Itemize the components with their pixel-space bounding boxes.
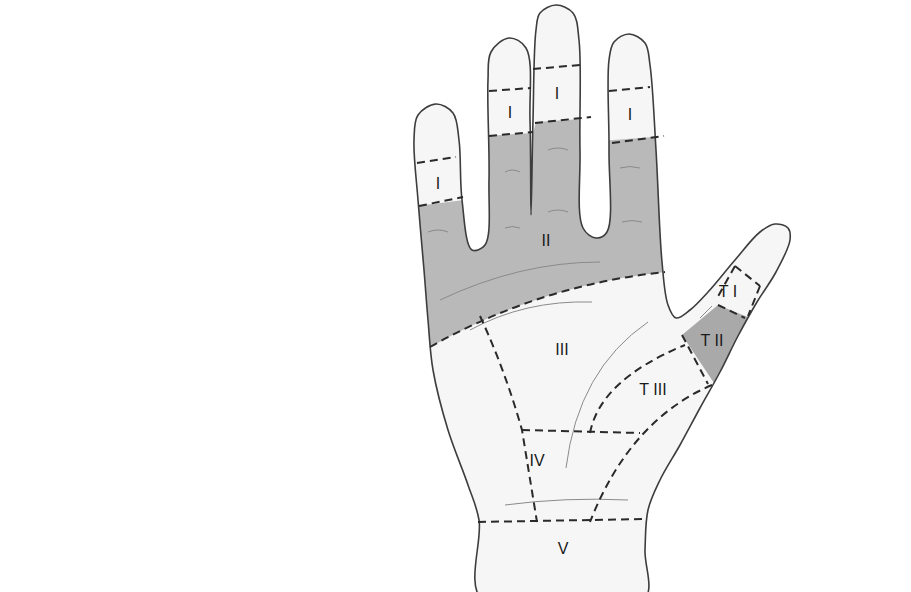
zone-boundary: [748, 286, 760, 316]
zone-boundary: [430, 272, 665, 347]
zone-boundary: [419, 197, 463, 206]
zone-label: T III: [639, 382, 666, 398]
zone-boundary: [489, 132, 533, 136]
crease-line: [505, 499, 628, 505]
zone-label: II: [542, 233, 551, 249]
zone-boundary: [735, 266, 760, 286]
crease-line: [505, 227, 520, 229]
zone-boundary: [609, 87, 650, 91]
crease-line: [566, 322, 648, 468]
zone-label: T I: [719, 284, 737, 300]
crease-line: [700, 306, 712, 318]
zone-boundary: [535, 117, 591, 123]
zone-boundary: [478, 519, 645, 522]
zone-boundary: [480, 316, 537, 522]
zone-boundary: [612, 136, 664, 143]
zone-label: I: [508, 105, 512, 121]
crease-line: [440, 262, 600, 300]
zone-boundaries: [417, 65, 760, 522]
zone-boundary: [522, 430, 640, 433]
zone-boundary: [718, 305, 745, 318]
crease-line: [505, 170, 520, 172]
crease-line: [620, 167, 640, 169]
zone-label: IV: [529, 453, 544, 469]
zone-two-shade: [400, 118, 690, 350]
zone-boundary: [590, 345, 685, 433]
hand-outline: [414, 5, 790, 592]
zone-label: I: [555, 86, 559, 102]
zone-label: T II: [701, 333, 724, 349]
zone-label: I: [436, 176, 440, 192]
zone-boundary: [417, 157, 456, 163]
zone-boundary: [590, 385, 712, 522]
zone-label: V: [558, 541, 569, 557]
crease-line: [548, 210, 568, 212]
crease-line: [622, 221, 642, 223]
skin-creases: [428, 148, 712, 505]
crease-line: [548, 148, 568, 150]
crease-line: [428, 230, 448, 232]
zone-label: III: [555, 342, 568, 358]
zone-boundary: [533, 65, 580, 69]
crease-line: [470, 302, 592, 330]
zone-boundary: [489, 88, 531, 91]
zone-label: I: [628, 107, 632, 123]
